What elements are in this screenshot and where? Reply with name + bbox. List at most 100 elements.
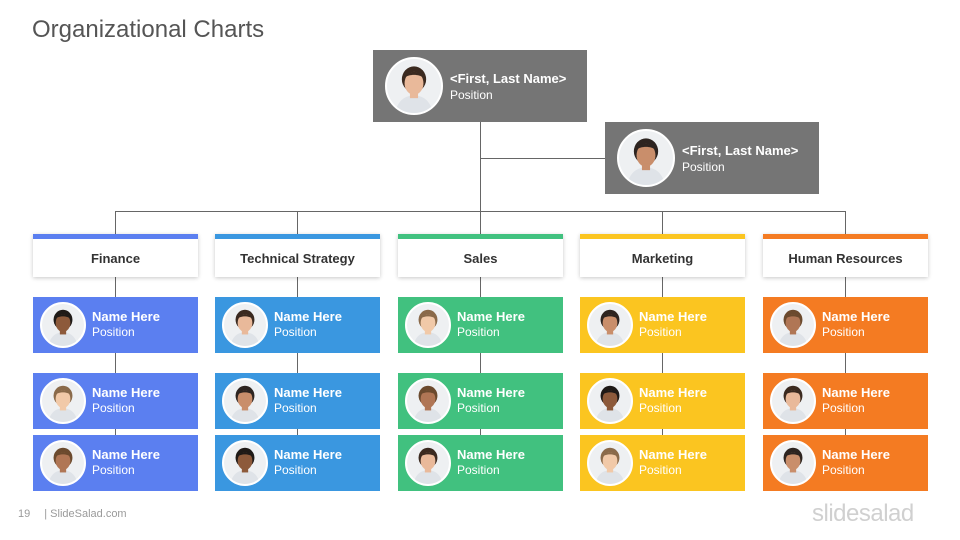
member-name: Name Here — [457, 309, 525, 324]
person-photo-glyph — [42, 304, 84, 346]
member-position: Position — [457, 325, 500, 339]
person-photo-glyph — [772, 442, 814, 484]
dept-color-bar — [580, 234, 745, 239]
member-position: Position — [822, 325, 865, 339]
person-photo-glyph — [387, 59, 441, 113]
person-photo-icon — [40, 302, 86, 348]
person-photo-glyph — [407, 380, 449, 422]
member-position: Position — [822, 401, 865, 415]
dept-header-technical-strategy[interactable]: Technical Strategy — [215, 234, 380, 277]
footer: 19| SlideSalad.com — [18, 508, 127, 520]
person-photo-glyph — [589, 304, 631, 346]
member-name: Name Here — [822, 447, 890, 462]
person-photo-icon — [587, 302, 633, 348]
dept-label: Marketing — [631, 251, 694, 266]
member-position: Position — [92, 325, 135, 339]
person-photo-glyph — [42, 380, 84, 422]
member-name: Name Here — [457, 385, 525, 400]
member-position: Position — [92, 401, 135, 415]
member-position: Position — [639, 325, 682, 339]
member-position: Position — [639, 401, 682, 415]
person-photo-icon — [222, 378, 268, 424]
member-name: Name Here — [639, 447, 707, 462]
person-photo-icon — [770, 440, 816, 486]
dept-label: Human Resources — [788, 251, 903, 266]
assistant-card[interactable]: <First, Last Name> Position — [605, 122, 819, 194]
person-photo-glyph — [224, 380, 266, 422]
member-position: Position — [274, 325, 317, 339]
assistant-name: <First, Last Name> — [682, 143, 799, 158]
member-name: Name Here — [822, 309, 890, 324]
member-name: Name Here — [274, 309, 342, 324]
member-name: Name Here — [92, 447, 160, 462]
person-photo-glyph — [42, 442, 84, 484]
person-photo-glyph — [224, 442, 266, 484]
ceo-card[interactable]: <First, Last Name> Position — [373, 50, 587, 122]
member-name: Name Here — [822, 385, 890, 400]
dept-color-bar — [33, 234, 198, 239]
page-number: 19 — [18, 508, 31, 520]
person-photo-icon — [385, 57, 443, 115]
dept-color-bar — [398, 234, 563, 239]
person-photo-icon — [40, 378, 86, 424]
member-position: Position — [274, 401, 317, 415]
member-position: Position — [274, 463, 317, 477]
person-photo-glyph — [772, 380, 814, 422]
dept-header-human-resources[interactable]: Human Resources — [763, 234, 928, 277]
person-photo-glyph — [407, 442, 449, 484]
member-name: Name Here — [457, 447, 525, 462]
person-photo-glyph — [589, 442, 631, 484]
dept-label: Finance — [90, 251, 141, 266]
person-photo-icon — [770, 302, 816, 348]
person-photo-icon — [587, 378, 633, 424]
dept-header-sales[interactable]: Sales — [398, 234, 563, 277]
dept-color-bar — [763, 234, 928, 239]
dept-color-bar — [215, 234, 380, 239]
person-photo-glyph — [619, 131, 673, 185]
ceo-position: Position — [450, 88, 493, 102]
dept-label: Sales — [463, 251, 498, 266]
member-name: Name Here — [639, 309, 707, 324]
ceo-name: <First, Last Name> — [450, 71, 567, 86]
person-photo-icon — [405, 440, 451, 486]
member-name: Name Here — [92, 385, 160, 400]
person-photo-icon — [222, 440, 268, 486]
person-photo-icon — [587, 440, 633, 486]
person-photo-glyph — [589, 380, 631, 422]
member-position: Position — [92, 463, 135, 477]
member-position: Position — [639, 463, 682, 477]
person-photo-icon — [617, 129, 675, 187]
assistant-position: Position — [682, 160, 725, 174]
person-photo-icon — [40, 440, 86, 486]
dept-header-finance[interactable]: Finance — [33, 234, 198, 277]
person-photo-icon — [405, 302, 451, 348]
person-photo-glyph — [224, 304, 266, 346]
person-photo-glyph — [772, 304, 814, 346]
member-position: Position — [457, 401, 500, 415]
member-name: Name Here — [274, 447, 342, 462]
page-title: Organizational Charts — [32, 16, 265, 43]
member-position: Position — [822, 463, 865, 477]
dept-header-marketing[interactable]: Marketing — [580, 234, 745, 277]
person-photo-icon — [770, 378, 816, 424]
brand-logo: slidesalad — [812, 500, 914, 527]
member-name: Name Here — [639, 385, 707, 400]
person-photo-icon — [222, 302, 268, 348]
person-photo-icon — [405, 378, 451, 424]
